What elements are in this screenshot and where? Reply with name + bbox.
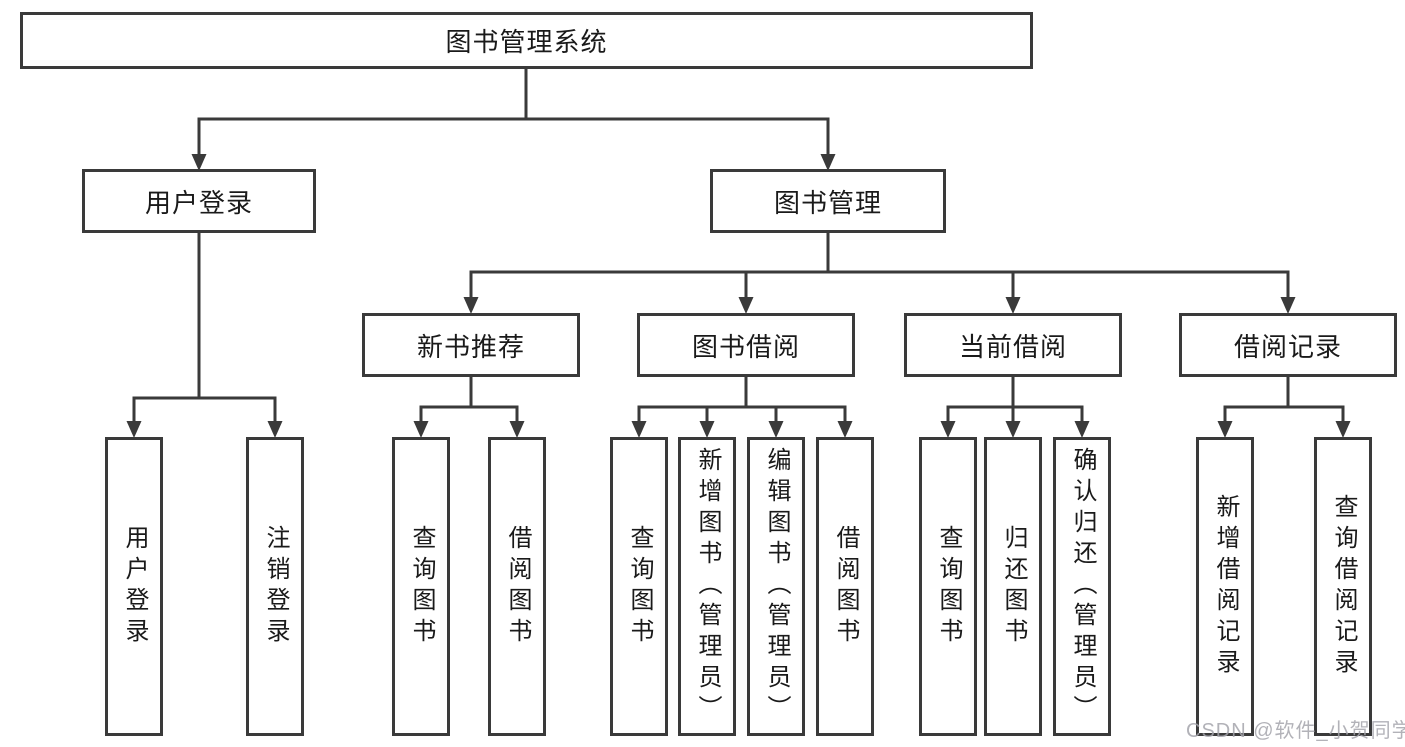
arrowhead-group <box>126 154 1351 438</box>
arrow-down-icon <box>126 421 142 438</box>
arrow-down-icon <box>1074 421 1090 438</box>
arrow-down-icon <box>820 154 836 171</box>
node-book-borrow: 图书借阅 <box>637 313 855 377</box>
leaf-query-book-recommend: 查询图书 <box>392 437 450 736</box>
leaf-confirm-return-admin: 确认归还（管理员） <box>1053 437 1111 736</box>
leaf-borrow-book: 借阅图书 <box>816 437 874 736</box>
arrow-down-icon <box>1005 297 1021 314</box>
arrow-down-icon <box>1217 421 1233 438</box>
node-book-management: 图书管理 <box>710 169 946 233</box>
leaf-edit-book-admin: 编辑图书（管理员） <box>747 437 805 736</box>
node-new-book-recommend: 新书推荐 <box>362 313 580 377</box>
node-borrow-record: 借阅记录 <box>1179 313 1397 377</box>
arrow-down-icon <box>738 297 754 314</box>
arrow-down-icon <box>413 421 429 438</box>
node-root-system: 图书管理系统 <box>20 12 1033 69</box>
watermark: CSDN @软件_小贺同学 <box>1186 720 1405 742</box>
connector-group <box>132 69 1345 423</box>
leaf-query-book-borrow: 查询图书 <box>610 437 668 736</box>
leaf-logout-login: 注销登录 <box>246 437 304 736</box>
leaf-return-book: 归还图书 <box>984 437 1042 736</box>
node-user-login: 用户登录 <box>82 169 316 233</box>
node-current-borrow: 当前借阅 <box>904 313 1122 377</box>
arrow-down-icon <box>509 421 525 438</box>
arrow-down-icon <box>463 297 479 314</box>
arrow-down-icon <box>267 421 283 438</box>
arrow-down-icon <box>768 421 784 438</box>
arrow-down-icon <box>631 421 647 438</box>
leaf-query-borrow-record: 查询借阅记录 <box>1314 437 1372 736</box>
leaf-borrow-book-recommend: 借阅图书 <box>488 437 546 736</box>
arrow-down-icon <box>837 421 853 438</box>
arrow-down-icon <box>699 421 715 438</box>
arrow-down-icon <box>940 421 956 438</box>
leaf-add-book-admin: 新增图书（管理员） <box>678 437 736 736</box>
leaf-query-book-current: 查询图书 <box>919 437 977 736</box>
arrow-down-icon <box>1005 421 1021 438</box>
arrow-down-icon <box>1280 297 1296 314</box>
leaf-add-borrow-record: 新增借阅记录 <box>1196 437 1254 736</box>
arrow-down-icon <box>1335 421 1351 438</box>
arrow-down-icon <box>191 154 207 171</box>
leaf-user-login: 用户登录 <box>105 437 163 736</box>
